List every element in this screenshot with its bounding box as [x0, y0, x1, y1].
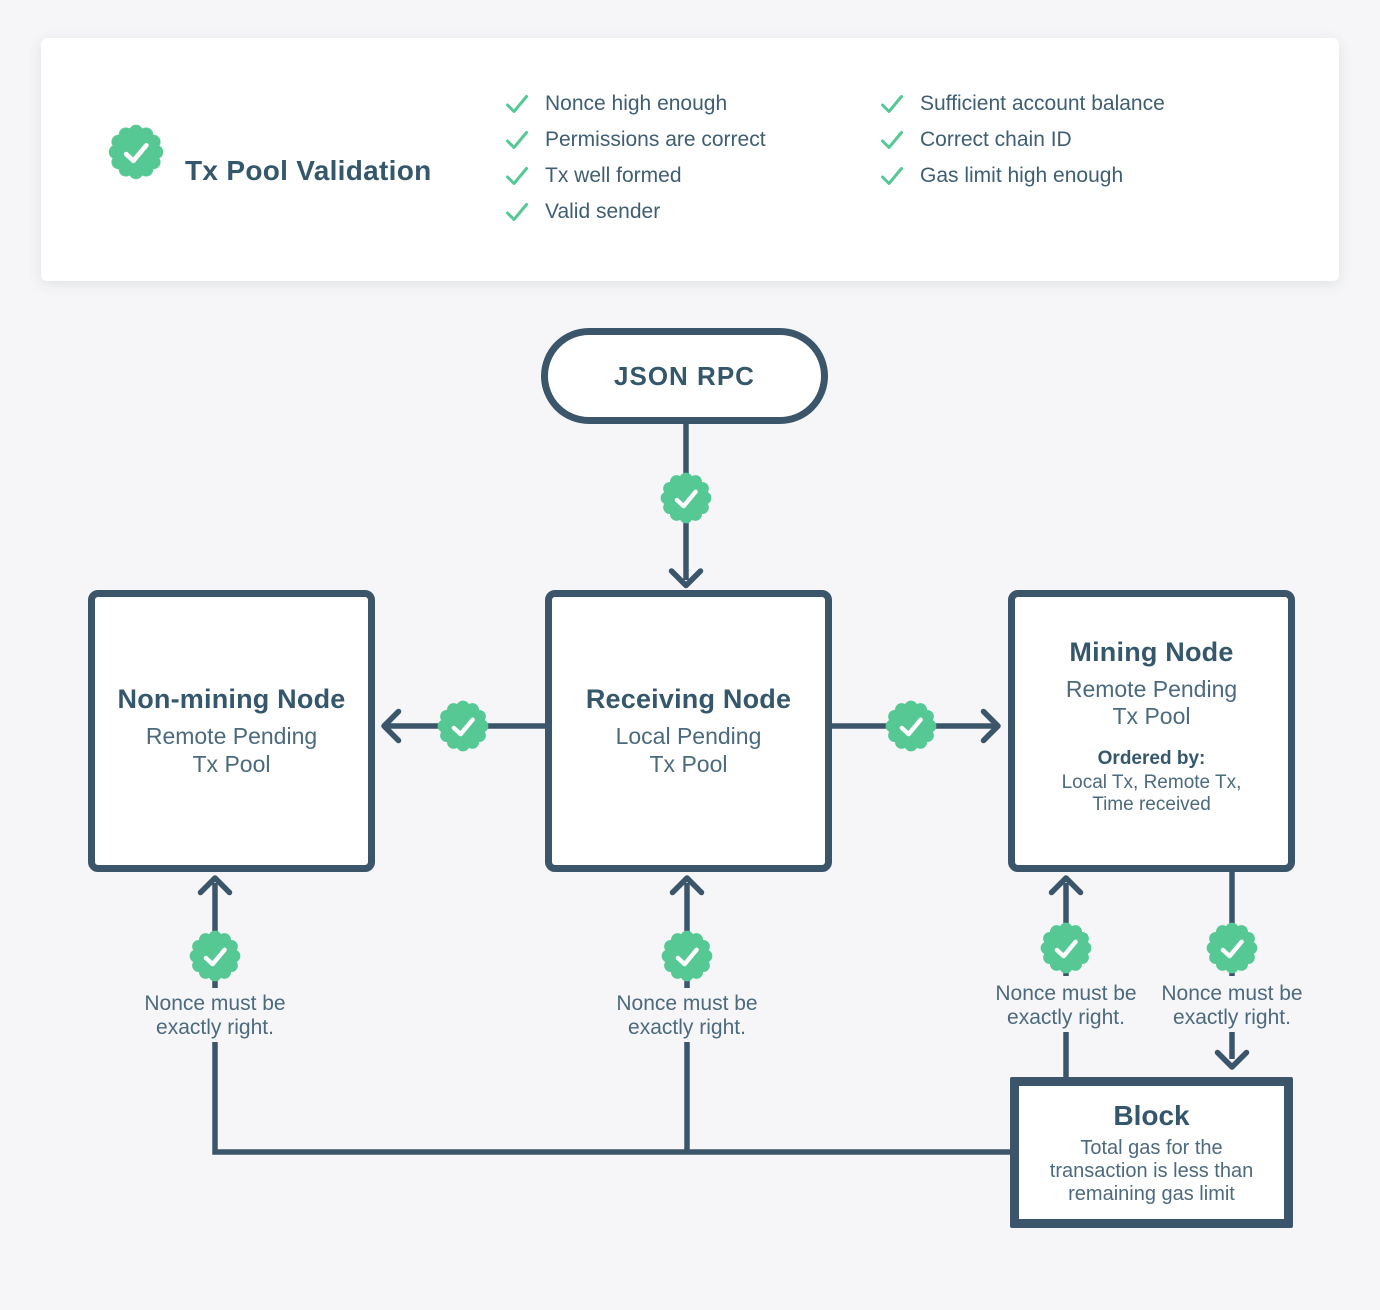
node-subtitle: Remote Pending Tx Pool [145, 723, 318, 777]
nonce-note: Nonce must be exactly right. [616, 992, 758, 1039]
check-icon [879, 91, 905, 117]
checklist-label: Correct chain ID [920, 128, 1072, 151]
card-title: Tx Pool Validation [185, 154, 432, 186]
checklist-item: Correct chain ID [879, 122, 1165, 158]
check-icon [879, 163, 905, 189]
check-icon [504, 91, 530, 117]
validation-card: Tx Pool Validation Nonce high enough Per… [41, 38, 1339, 281]
block-description: Total gas for the transaction is less th… [1049, 1136, 1254, 1205]
check-icon [879, 127, 905, 153]
checklist-item: Permissions are correct [504, 122, 766, 158]
ordered-by-label: Ordered by: [1097, 748, 1206, 770]
check-badge-icon [660, 929, 714, 983]
check-icon [504, 127, 530, 153]
checklist-label: Permissions are correct [545, 128, 766, 151]
checklist-column-2: Sufficient account balance Correct chain… [879, 86, 1165, 194]
node-title: Mining Node [1069, 637, 1234, 667]
mining-node: Mining Node Remote Pending Tx Pool Order… [1008, 590, 1295, 872]
checklist-column-1: Nonce high enough Permissions are correc… [504, 86, 766, 230]
checklist-label: Sufficient account balance [920, 92, 1165, 115]
check-icon [504, 199, 530, 225]
checklist-item: Nonce high enough [504, 86, 766, 122]
nonce-note: Nonce must be exactly right. [1161, 982, 1303, 1029]
checklist-item: Tx well formed [504, 158, 766, 194]
json-rpc-label: JSON RPC [614, 360, 755, 391]
check-badge-icon [1205, 921, 1259, 975]
checklist-label: Valid sender [545, 200, 661, 223]
check-badge-icon [659, 471, 713, 525]
block-title: Block [1113, 1099, 1190, 1131]
node-title: Receiving Node [585, 684, 792, 715]
receiving-node: Receiving Node Local Pending Tx Pool [545, 590, 832, 872]
json-rpc-node: JSON RPC [541, 328, 828, 424]
check-badge-icon [1039, 921, 1093, 975]
check-icon [504, 163, 530, 189]
non-mining-node: Non-mining Node Remote Pending Tx Pool [88, 590, 375, 872]
ordered-by-value: Local Tx, Remote Tx, Time received [1061, 772, 1242, 815]
node-subtitle: Local Pending Tx Pool [615, 723, 762, 777]
checklist-label: Nonce high enough [545, 92, 728, 115]
checklist-item: Gas limit high enough [879, 158, 1165, 194]
node-title: Non-mining Node [117, 684, 346, 715]
nonce-note: Nonce must be exactly right. [144, 992, 286, 1039]
node-subtitle: Remote Pending Tx Pool [1065, 676, 1238, 730]
checklist-item: Valid sender [504, 194, 766, 230]
nonce-note: Nonce must be exactly right. [995, 982, 1137, 1029]
checklist-label: Tx well formed [545, 164, 682, 187]
checklist-label: Gas limit high enough [920, 164, 1124, 187]
check-badge-icon [436, 699, 490, 753]
check-badge-icon [107, 123, 165, 181]
check-badge-icon [884, 699, 938, 753]
checklist-item: Sufficient account balance [879, 86, 1165, 122]
block-node: Block Total gas for the transaction is l… [1010, 1077, 1293, 1228]
check-badge-icon [188, 929, 242, 983]
